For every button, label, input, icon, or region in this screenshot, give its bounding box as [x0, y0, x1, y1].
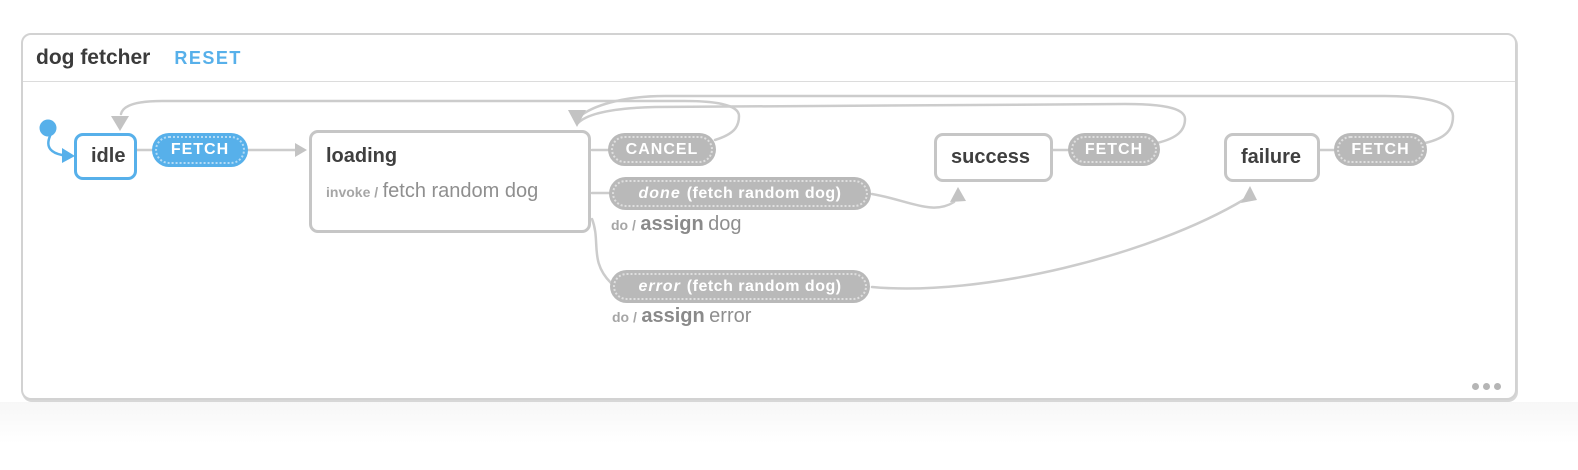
- state-failure-label: failure: [1241, 146, 1302, 168]
- state-loading-label: loading: [326, 145, 398, 167]
- event-error-source: (fetch random dog): [686, 277, 842, 295]
- machine-title: dog fetcher: [36, 46, 151, 69]
- event-cancel[interactable]: CANCEL: [608, 133, 716, 166]
- event-error[interactable]: error (fetch random dog): [610, 270, 870, 303]
- reset-button[interactable]: RESET: [174, 47, 242, 68]
- event-done-source: (fetch random dog): [686, 184, 842, 202]
- done-action-arg: dog: [708, 213, 742, 235]
- more-options-icon[interactable]: [1472, 383, 1501, 390]
- event-fetch-from-failure[interactable]: FETCH: [1334, 133, 1427, 166]
- event-fetch-from-success[interactable]: FETCH: [1068, 133, 1160, 166]
- state-success[interactable]: success: [934, 133, 1053, 182]
- event-done[interactable]: done (fetch random dog): [609, 177, 871, 210]
- invoke-keyword: invoke /: [326, 184, 379, 200]
- event-fetch-from-idle[interactable]: FETCH: [152, 133, 248, 167]
- state-loading[interactable]: loading invoke / fetch random dog: [309, 130, 591, 233]
- done-action-keyword: do /: [611, 217, 636, 233]
- loading-invoke-line: invoke / fetch random dog: [326, 180, 574, 203]
- error-action: do / assign error: [612, 305, 751, 328]
- state-idle[interactable]: idle: [74, 133, 137, 180]
- machine-header: dog fetcher RESET: [23, 35, 1515, 82]
- machine-panel: dog fetcher RESET: [21, 33, 1517, 400]
- error-action-keyword: do /: [612, 309, 637, 325]
- event-error-name: error: [638, 277, 681, 295]
- state-success-label: success: [951, 146, 1030, 168]
- event-done-name: done: [638, 184, 681, 202]
- error-action-arg: error: [709, 305, 752, 327]
- done-action: do / assign dog: [611, 213, 742, 236]
- done-action-verb: assign: [640, 213, 704, 235]
- state-failure[interactable]: failure: [1224, 133, 1320, 182]
- invoke-source: fetch random dog: [382, 180, 539, 202]
- background-fade: [0, 402, 1578, 444]
- state-idle-label: idle: [91, 145, 126, 167]
- error-action-verb: assign: [641, 305, 705, 327]
